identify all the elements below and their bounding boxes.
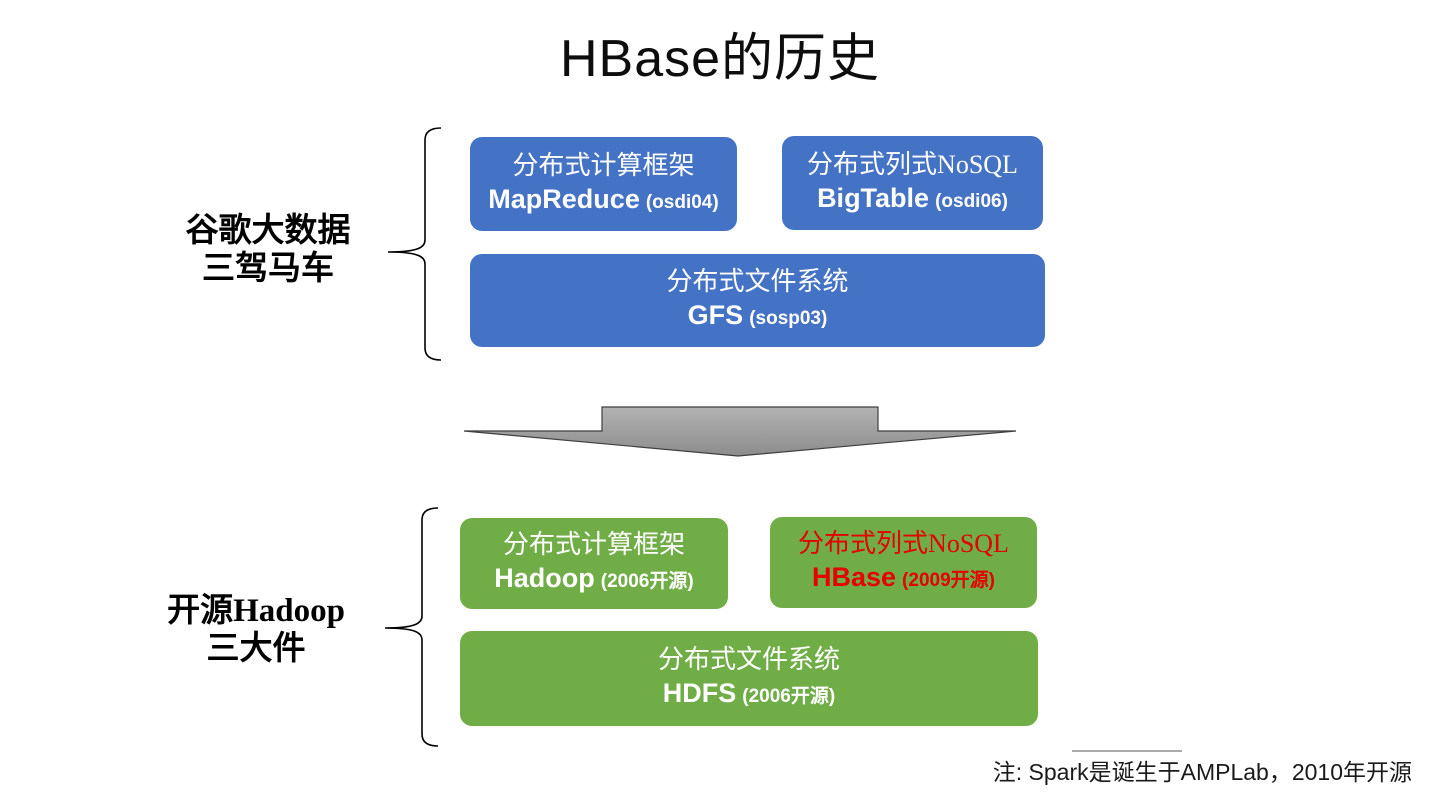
box-hbase-name: HBase xyxy=(812,562,897,592)
group-label-hadoop-line1: 开源Hadoop xyxy=(167,593,345,629)
box-mapreduce-desc: 分布式计算框架 xyxy=(512,150,695,180)
box-mapreduce-name: MapReduce xyxy=(488,183,640,214)
box-hbase-desc: 分布式列式NoSQL xyxy=(798,529,1009,558)
box-hadoop-title: Hadoop(2006开源) xyxy=(494,563,693,597)
group-label-google-line1: 谷歌大数据 xyxy=(185,213,351,249)
group-label-hadoop-line2: 三大件 xyxy=(206,631,306,667)
box-hdfs: 分布式文件系统 HDFS(2006开源) xyxy=(460,631,1038,726)
box-gfs-detail: (sosp03) xyxy=(749,308,828,329)
box-hadoop-detail: (2006开源) xyxy=(600,571,694,592)
box-bigtable-name: BigTable xyxy=(817,182,930,213)
group-label-google-line2: 三驾马车 xyxy=(202,251,334,287)
box-gfs-title: GFS(sosp03) xyxy=(688,300,828,334)
box-gfs-name: GFS xyxy=(687,300,744,330)
box-mapreduce-detail: (osdi04) xyxy=(645,191,719,213)
box-hbase: 分布式列式NoSQL HBase(2009开源) xyxy=(770,517,1037,608)
slide-title: HBase的历史 xyxy=(559,30,881,88)
group-label-hadoop: 开源Hadoop 三大件 xyxy=(126,592,386,668)
box-hadoop-name: Hadoop xyxy=(494,563,595,593)
down-arrow-icon xyxy=(458,405,1020,459)
footnote: 注: Spark是诞生于AMPLab，2010年开源 xyxy=(992,759,1412,785)
box-bigtable-title: BigTable(osdi06) xyxy=(817,183,1008,217)
curly-brace-hadoop-icon xyxy=(382,506,440,750)
box-hdfs-desc: 分布式文件系统 xyxy=(657,645,840,674)
box-bigtable-detail: (osdi06) xyxy=(935,190,1008,212)
box-gfs-desc: 分布式文件系统 xyxy=(666,267,849,296)
box-hadoop: 分布式计算框架 Hadoop(2006开源) xyxy=(460,518,728,609)
box-gfs: 分布式文件系统 GFS(sosp03) xyxy=(470,254,1045,347)
stray-line xyxy=(1072,750,1182,752)
box-hdfs-detail: (2006开源) xyxy=(742,686,836,707)
box-hbase-detail: (2009开源) xyxy=(902,570,995,591)
curly-brace-google-icon xyxy=(385,126,443,364)
group-label-google: 谷歌大数据 三驾马车 xyxy=(138,212,398,288)
box-bigtable-desc: 分布式列式NoSQL xyxy=(807,149,1018,179)
box-hadoop-desc: 分布式计算框架 xyxy=(502,530,685,559)
box-hdfs-title: HDFS(2006开源) xyxy=(663,678,835,712)
box-mapreduce: 分布式计算框架 MapReduce(osdi04) xyxy=(470,137,737,231)
box-hbase-title: HBase(2009开源) xyxy=(812,562,995,596)
box-mapreduce-title: MapReduce(osdi04) xyxy=(488,184,718,218)
box-hdfs-name: HDFS xyxy=(662,678,737,708)
box-bigtable: 分布式列式NoSQL BigTable(osdi06) xyxy=(782,136,1043,230)
